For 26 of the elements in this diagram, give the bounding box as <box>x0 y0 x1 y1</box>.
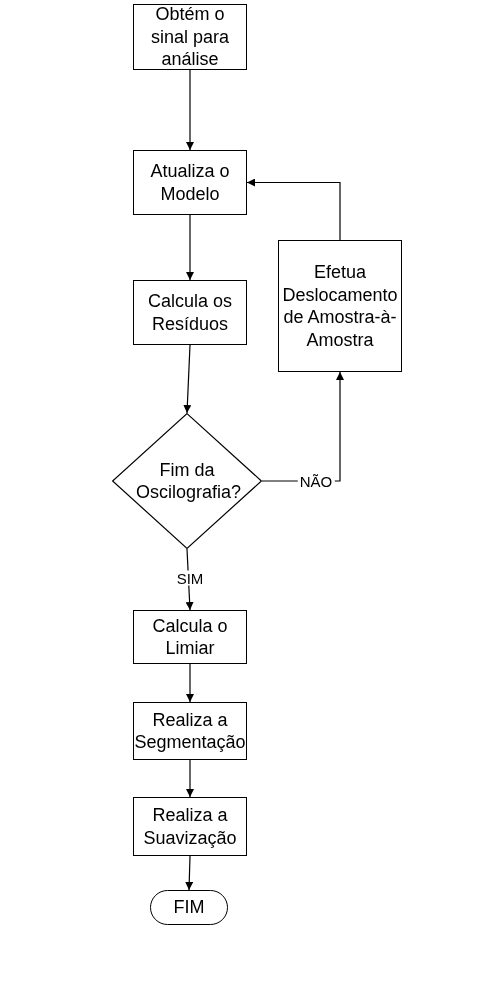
edge-label: NÃO <box>297 473 335 489</box>
node-label: Efetua Deslocamento de Amostra-à-Amostra <box>281 261 399 351</box>
node-label: Atualiza o Modelo <box>149 160 231 205</box>
process-box <box>133 797 247 856</box>
edge-label: SIM <box>174 570 206 586</box>
node-label: Calcula os Resíduos <box>146 290 233 335</box>
process-box <box>133 280 247 345</box>
arrow <box>185 855 194 891</box>
arrow <box>246 178 341 241</box>
node-label: Realiza a Suavização <box>142 804 238 849</box>
process-box <box>133 702 247 760</box>
terminator-shape <box>150 890 228 925</box>
node-label: Fim da Oscilografia? <box>135 458 242 504</box>
process-box <box>278 240 402 372</box>
node-label: Realiza a Segmentação <box>133 708 247 754</box>
arrow <box>186 214 194 281</box>
arrow <box>186 759 194 798</box>
process-box <box>133 610 247 664</box>
arrow <box>186 663 194 703</box>
node-label: Obtém o sinal para análise <box>149 3 230 71</box>
process-box <box>133 4 247 70</box>
process-box <box>133 150 247 215</box>
arrow <box>183 344 192 414</box>
node-label: FIM <box>172 896 206 919</box>
node-label: Calcula o Limiar <box>151 614 229 660</box>
arrow <box>186 69 194 151</box>
